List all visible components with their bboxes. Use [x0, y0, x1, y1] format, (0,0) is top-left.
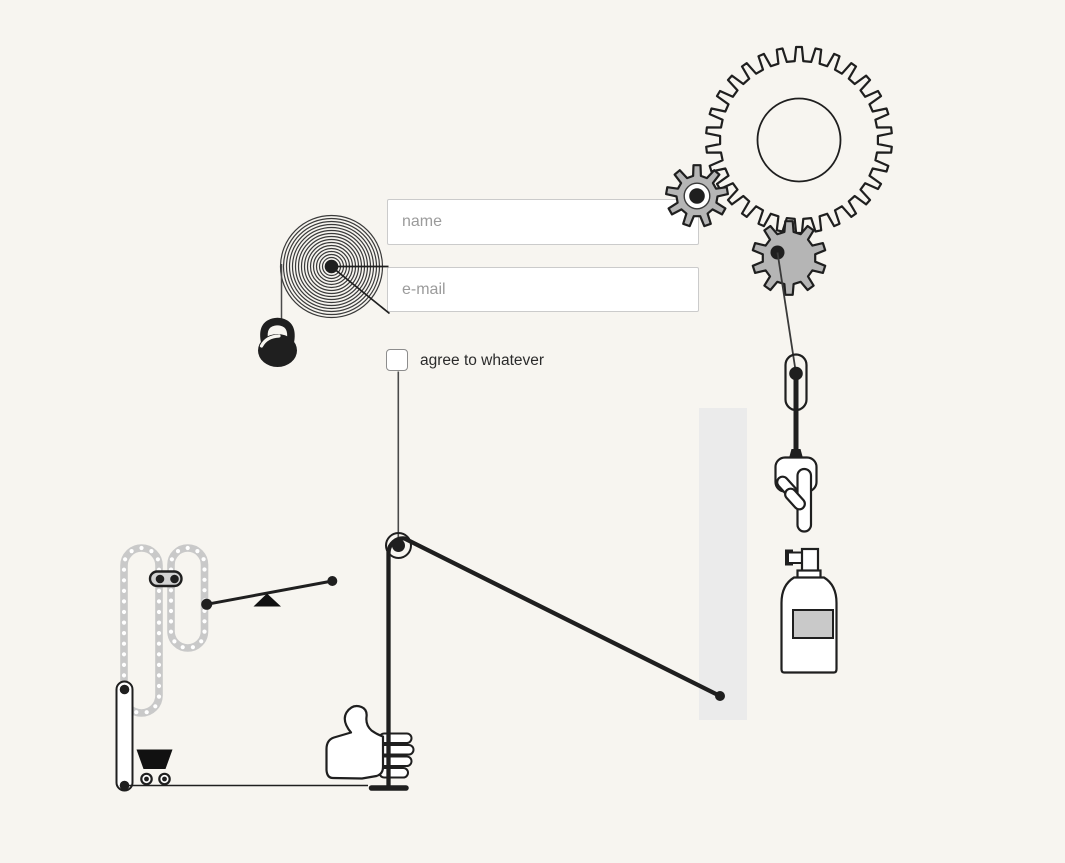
side-panel [699, 408, 747, 720]
kettlebell-icon [258, 317, 297, 367]
piston-link [115, 680, 134, 792]
rope-lever [368, 536, 725, 791]
name-input[interactable] [387, 199, 699, 245]
pulley-wheel [385, 532, 412, 559]
bottle-label [792, 609, 834, 639]
chain-link [784, 353, 808, 456]
coil-leads [280, 264, 391, 324]
fist-hand-icon [325, 704, 415, 780]
conveyor-track [120, 544, 209, 717]
crank-rod [776, 252, 797, 374]
large-gear [705, 45, 893, 235]
pointing-hand-icon [774, 449, 818, 533]
medium-gear [751, 220, 827, 296]
spray-bottle-icon [780, 547, 838, 674]
mine-cart-icon [136, 749, 173, 786]
agree-checkbox-label: agree to whatever [420, 352, 545, 369]
agree-checkbox[interactable] [386, 349, 408, 371]
fulcrum-triangle-icon [253, 593, 281, 607]
track-cart [148, 570, 183, 588]
coil-spring [279, 214, 384, 319]
seesaw-lever [201, 576, 338, 610]
email-input[interactable] [387, 267, 699, 312]
